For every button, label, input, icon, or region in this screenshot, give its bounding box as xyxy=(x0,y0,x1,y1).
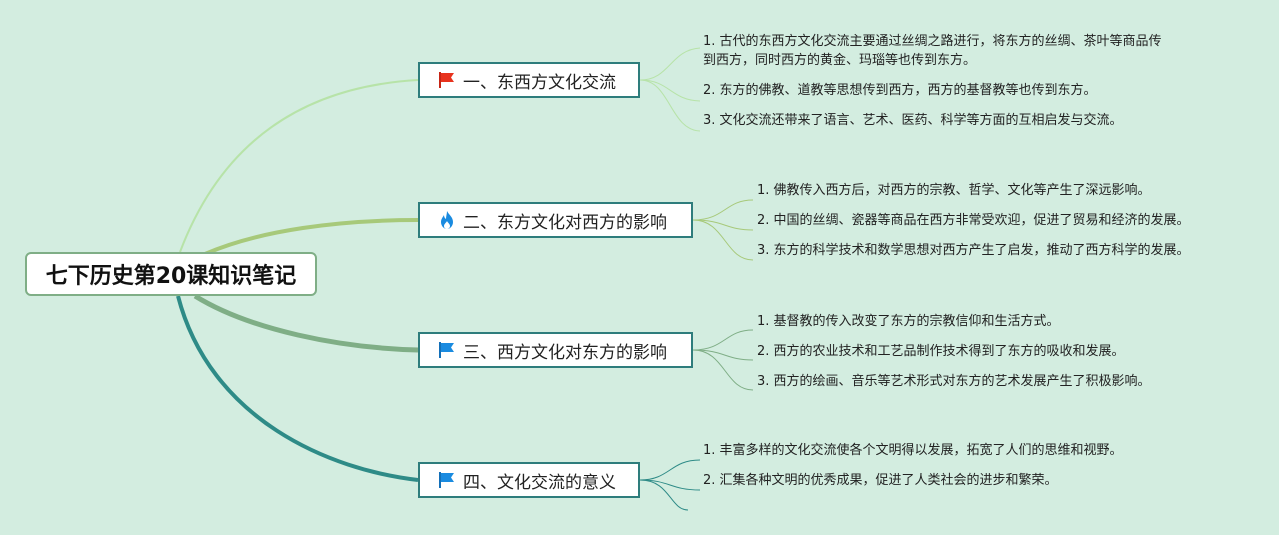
blue-flag-icon xyxy=(437,340,457,360)
connector-leaf-1-3 xyxy=(639,79,701,102)
connector-leaf-1-4 xyxy=(639,79,701,132)
branch-topic-4[interactable]: 四、文化交流的意义 xyxy=(418,462,640,498)
leaf-1-1[interactable]: 1. 古代的东西方文化交流主要通过丝绸之路进行，将东方的丝绸、茶叶等商品传 xyxy=(703,34,1162,49)
red-flag-icon xyxy=(437,70,457,90)
root-title: 七下历史第20课知识笔记 xyxy=(45,264,297,289)
connector-leaf-4-1 xyxy=(639,459,701,481)
leaf-3-1[interactable]: 1. 基督教的传入改变了东方的宗教信仰和生活方式。 xyxy=(757,314,1060,329)
leaf-1-2[interactable]: 到西方，同时西方的黄金、玛瑙等也传到东方。 xyxy=(703,53,977,68)
connector-branch-1 xyxy=(179,79,419,253)
connector-branch-2 xyxy=(204,218,419,256)
root-topic[interactable]: 七下历史第20课知识笔记 xyxy=(25,252,317,296)
connector-leaf-2-1 xyxy=(692,199,754,221)
branch-topic-1[interactable]: 一、东西方文化交流 xyxy=(418,62,640,98)
leaf-2-2[interactable]: 2. 中国的丝绸、瓷器等商品在西方非常受欢迎，促进了贸易和经济的发展。 xyxy=(757,213,1190,228)
leaf-4-2[interactable]: 2. 汇集各种文明的优秀成果，促进了人类社会的进步和繁荣。 xyxy=(703,473,1058,488)
branch-label-2: 二、东方文化对西方的影响 xyxy=(463,212,667,233)
leaf-2-3[interactable]: 3. 东方的科学技术和数学思想对西方产生了启发，推动了西方科学的发展。 xyxy=(757,243,1190,258)
branch-label-1: 一、东西方文化交流 xyxy=(463,72,616,93)
connector-leaf-3-3 xyxy=(692,349,754,391)
connector-branch-4 xyxy=(176,295,419,482)
connector-leaf-3-1 xyxy=(692,329,754,351)
connector-branch-3 xyxy=(193,293,419,353)
leaf-1-4[interactable]: 3. 文化交流还带来了语言、艺术、医药、科学等方面的互相启发与交流。 xyxy=(703,113,1123,128)
leaf-2-1[interactable]: 1. 佛教传入西方后，对西方的宗教、哲学、文化等产生了深远影响。 xyxy=(757,183,1151,198)
branch-topic-2[interactable]: 二、东方文化对西方的影响 xyxy=(418,202,693,238)
leaf-1-3[interactable]: 2. 东方的佛教、道教等思想传到西方，西方的基督教等也传到东方。 xyxy=(703,83,1097,98)
leaf-4-1[interactable]: 1. 丰富多样的文化交流使各个文明得以发展，拓宽了人们的思维和视野。 xyxy=(703,443,1123,458)
connector-leaf-2-3 xyxy=(692,219,754,261)
leaf-3-3[interactable]: 3. 西方的绘画、音乐等艺术形式对东方的艺术发展产生了积极影响。 xyxy=(757,374,1151,389)
fire-icon xyxy=(437,210,457,230)
connector-leaf-1-1 xyxy=(639,47,701,81)
connector-leaf-2-2 xyxy=(692,219,754,231)
branch-label-4: 四、文化交流的意义 xyxy=(463,472,616,493)
connector-leaf-4-3 xyxy=(639,479,689,511)
branch-topic-3[interactable]: 三、西方文化对东方的影响 xyxy=(418,332,693,368)
connector-leaf-3-2 xyxy=(692,349,754,361)
branch-label-3: 三、西方文化对东方的影响 xyxy=(463,342,667,363)
leaf-3-2[interactable]: 2. 西方的农业技术和工艺品制作技术得到了东方的吸收和发展。 xyxy=(757,344,1125,359)
blue-flag-icon xyxy=(437,470,457,490)
